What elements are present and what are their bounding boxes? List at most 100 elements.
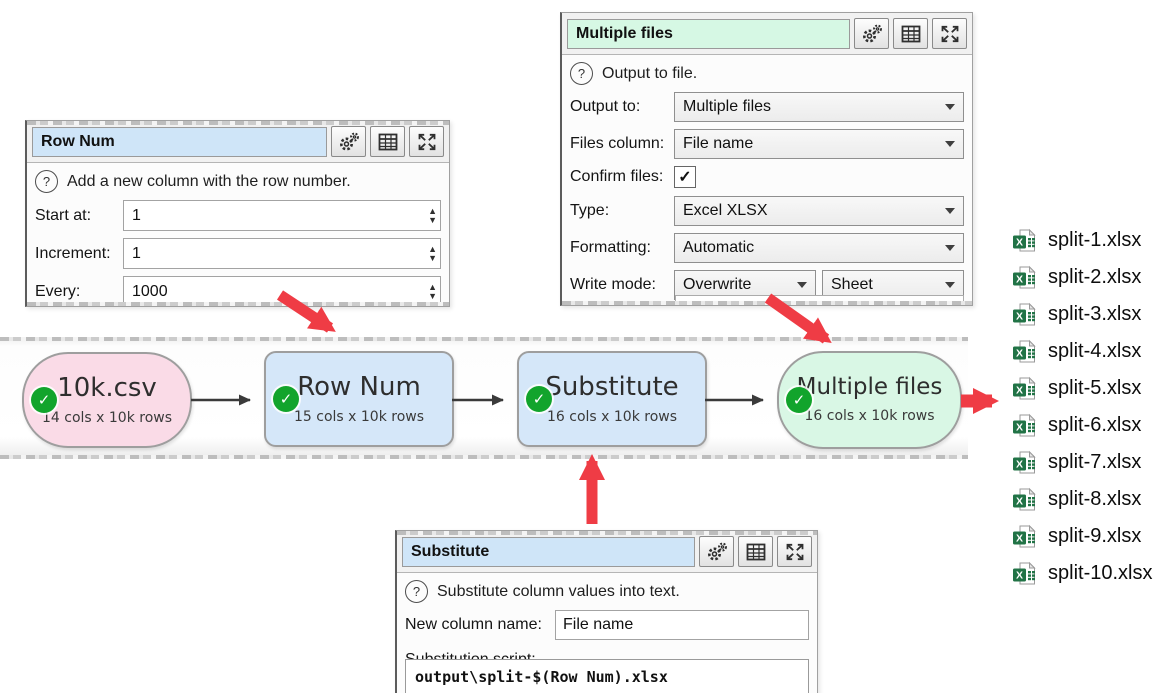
spin-down-button[interactable]: ▼	[428, 253, 437, 263]
spin-down-button[interactable]: ▼	[428, 215, 437, 225]
panel-help-text: Add a new column with the row number.	[67, 172, 351, 190]
node-title: Row Num	[297, 371, 421, 402]
expand-button[interactable]	[932, 18, 967, 49]
help-icon[interactable]: ?	[405, 580, 428, 603]
output-file-list: X split-1.xlsx X split-2.xlsx X split-3	[1012, 228, 1152, 586]
svg-text:X: X	[1016, 570, 1023, 582]
excel-file-icon: X	[1013, 524, 1036, 548]
svg-text:X: X	[1016, 385, 1023, 397]
svg-text:X: X	[1016, 496, 1023, 508]
field-label: Type:	[570, 202, 610, 219]
spin-up-button[interactable]: ▲	[428, 244, 437, 254]
svg-text:X: X	[1016, 311, 1023, 323]
table-view-button[interactable]	[370, 126, 405, 157]
expand-icon	[786, 543, 803, 560]
svg-text:X: X	[1016, 459, 1023, 471]
expand-button[interactable]	[409, 126, 444, 157]
svg-text:X: X	[1016, 533, 1023, 545]
excel-file-icon: X	[1013, 561, 1036, 585]
torn-edge	[0, 337, 968, 341]
output-to-select[interactable]: Multiple files	[674, 92, 964, 122]
transform-name-field[interactable]: Substitute	[402, 536, 695, 567]
panel-header: Substitute	[397, 531, 817, 573]
table-view-button[interactable]	[893, 18, 928, 49]
transform-name-field[interactable]: Row Num	[32, 126, 327, 157]
expand-button[interactable]	[777, 536, 812, 567]
list-item: X split-5.xlsx	[1012, 376, 1152, 401]
substitution-script-input[interactable]: output\split-$(Row Num).xlsx	[405, 659, 809, 693]
torn-edge	[397, 531, 817, 535]
table-icon	[378, 133, 397, 150]
field-label: Write mode:	[570, 276, 656, 293]
table-icon	[901, 25, 920, 42]
dropdown-caret-icon	[945, 104, 955, 110]
node-title: Multiple files	[796, 374, 943, 400]
increment-input[interactable]: 1 ▲ ▼	[123, 238, 441, 269]
field-label: Files column:	[570, 135, 665, 152]
list-item: X split-2.xlsx	[1012, 265, 1152, 290]
list-item: X split-8.xlsx	[1012, 487, 1152, 512]
node-subtitle: 15 cols x 10k rows	[293, 408, 425, 425]
start-at-input[interactable]: 1 ▲ ▼	[123, 200, 441, 231]
confirm-files-checkbox[interactable]: ✓	[674, 166, 696, 188]
spin-up-button[interactable]: ▲	[428, 282, 437, 292]
settings-gear-button[interactable]	[854, 18, 889, 49]
field-label: Every:	[35, 282, 81, 300]
type-select[interactable]: Excel XLSX	[674, 196, 964, 226]
field-label: Increment:	[35, 244, 111, 262]
list-item: X split-4.xlsx	[1012, 339, 1152, 364]
new-column-name-input[interactable]: File name	[555, 610, 809, 640]
field-label: Formatting:	[570, 239, 651, 256]
table-icon	[746, 543, 765, 560]
flow-node-substitute[interactable]: ✓ Substitute 16 cols x 10k rows	[517, 351, 707, 447]
formatting-select[interactable]: Automatic	[674, 233, 964, 263]
torn-edge	[0, 455, 968, 459]
row-num-settings-panel: Row Num	[25, 120, 450, 307]
spin-down-button[interactable]: ▼	[428, 291, 437, 301]
panel-header: Row Num	[27, 121, 449, 163]
node-subtitle: 14 cols x 10k rows	[41, 409, 173, 426]
excel-file-icon: X	[1013, 228, 1036, 252]
excel-file-icon: X	[1013, 487, 1036, 511]
node-subtitle: 16 cols x 10k rows	[546, 408, 678, 425]
gear-icon	[339, 132, 359, 150]
flow-node-10k-csv[interactable]: ✓ 10k.csv 14 cols x 10k rows	[22, 352, 192, 448]
success-check-icon: ✓	[526, 386, 552, 412]
excel-file-icon: X	[1013, 339, 1036, 363]
flow-node-row-num[interactable]: ✓ Row Num 15 cols x 10k rows	[264, 351, 454, 447]
spinner-buttons: ▲ ▼	[428, 244, 437, 263]
spinner-buttons: ▲ ▼	[428, 282, 437, 301]
settings-gear-button[interactable]	[331, 126, 366, 157]
excel-file-icon: X	[1013, 376, 1036, 400]
transform-name-field[interactable]: Multiple files	[567, 18, 850, 49]
list-item: X split-1.xlsx	[1012, 228, 1152, 253]
svg-text:X: X	[1016, 274, 1023, 286]
success-check-icon: ✓	[31, 387, 57, 413]
expand-icon	[941, 25, 958, 42]
success-check-icon: ✓	[786, 387, 812, 413]
node-title: 10k.csv	[57, 372, 157, 403]
excel-file-icon: X	[1013, 265, 1036, 289]
help-icon[interactable]: ?	[35, 170, 58, 193]
flow-node-multiple-files[interactable]: ✓ Multiple files 16 cols x 10k rows	[777, 351, 962, 449]
dropdown-caret-icon	[945, 141, 955, 147]
spin-up-button[interactable]: ▲	[428, 206, 437, 216]
list-item: X split-6.xlsx	[1012, 413, 1152, 438]
help-icon[interactable]: ?	[570, 62, 593, 85]
gear-icon	[707, 542, 727, 560]
panel-header: Multiple files	[562, 13, 972, 55]
field-label: Output to:	[570, 98, 641, 115]
excel-file-icon: X	[1013, 302, 1036, 326]
settings-gear-button[interactable]	[699, 536, 734, 567]
table-view-button[interactable]	[738, 536, 773, 567]
list-item: X split-3.xlsx	[1012, 302, 1152, 327]
dropdown-caret-icon	[797, 282, 807, 288]
spinner-buttons: ▲ ▼	[428, 206, 437, 225]
field-label: Confirm files:	[570, 168, 664, 185]
files-column-select[interactable]: File name	[674, 129, 964, 159]
node-title: Substitute	[545, 371, 679, 402]
success-check-icon: ✓	[273, 386, 299, 412]
excel-file-icon: X	[1013, 413, 1036, 437]
multiple-files-settings-panel: Multiple files	[560, 12, 973, 306]
field-label: Start at:	[35, 206, 92, 224]
